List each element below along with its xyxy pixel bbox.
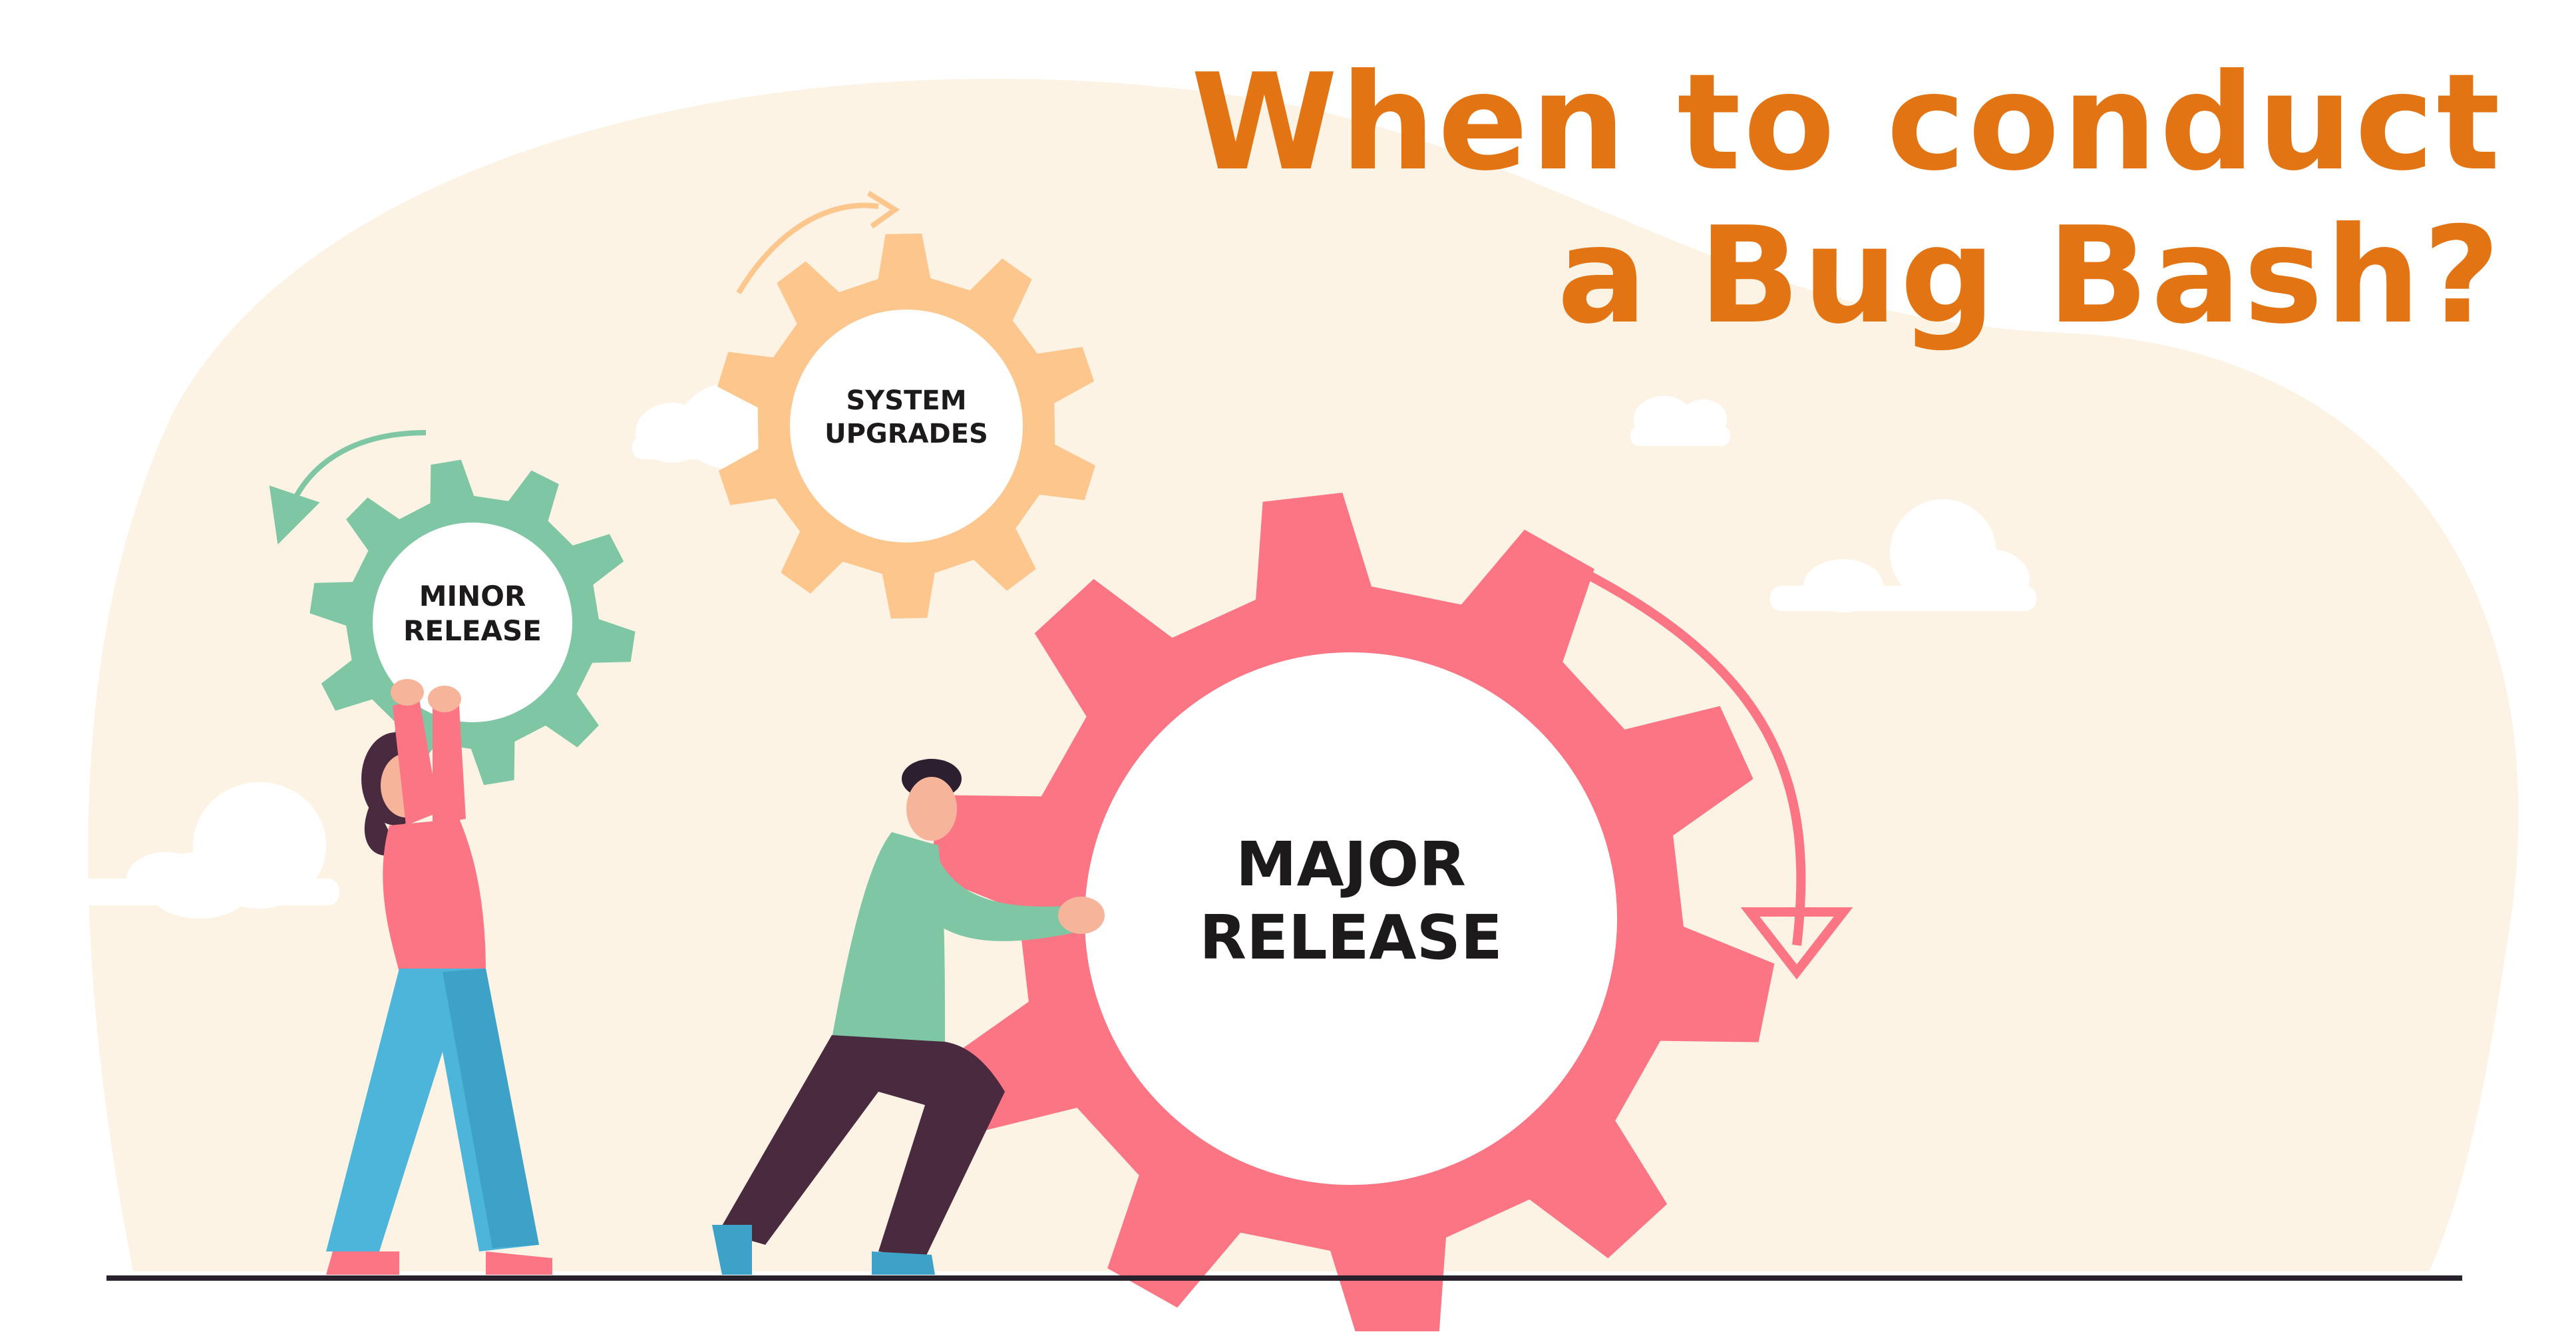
arrow-system-icon — [736, 202, 879, 295]
cloud-right-small — [1630, 396, 1730, 446]
gear-minor-hub — [373, 523, 572, 722]
title-line-2: a Bug Bash? — [1557, 198, 2503, 353]
arrow-major-head-icon — [1740, 907, 1853, 980]
major-gear-label-2: RELEASE — [1199, 902, 1502, 973]
cloud-left — [80, 782, 339, 919]
woman-figure — [326, 679, 552, 1275]
major-gear-label-1: MAJOR — [1236, 829, 1466, 900]
minor-gear-label-2: RELEASE — [403, 614, 542, 647]
gear-major-hub — [1085, 652, 1617, 1185]
cloud-right — [1770, 499, 2036, 612]
major-gear-icon — [927, 493, 1775, 1334]
page-title: When to conduct a Bug Bash? — [1191, 47, 2503, 353]
arrow-minor-icon — [269, 430, 427, 545]
arrow-system-head-icon — [866, 190, 900, 229]
gear-system-hub — [790, 310, 1023, 543]
minor-gear-label-1: MINOR — [419, 580, 526, 612]
minor-gear-icon — [309, 459, 636, 785]
man-figure — [712, 759, 1105, 1275]
arrow-major-icon — [1568, 561, 1806, 946]
title-line-1: When to conduct — [1191, 45, 2503, 200]
system-gear-icon — [717, 233, 1095, 619]
system-gear-label-1: SYSTEM — [846, 385, 967, 416]
system-gear-label-2: UPGRADES — [825, 419, 988, 449]
